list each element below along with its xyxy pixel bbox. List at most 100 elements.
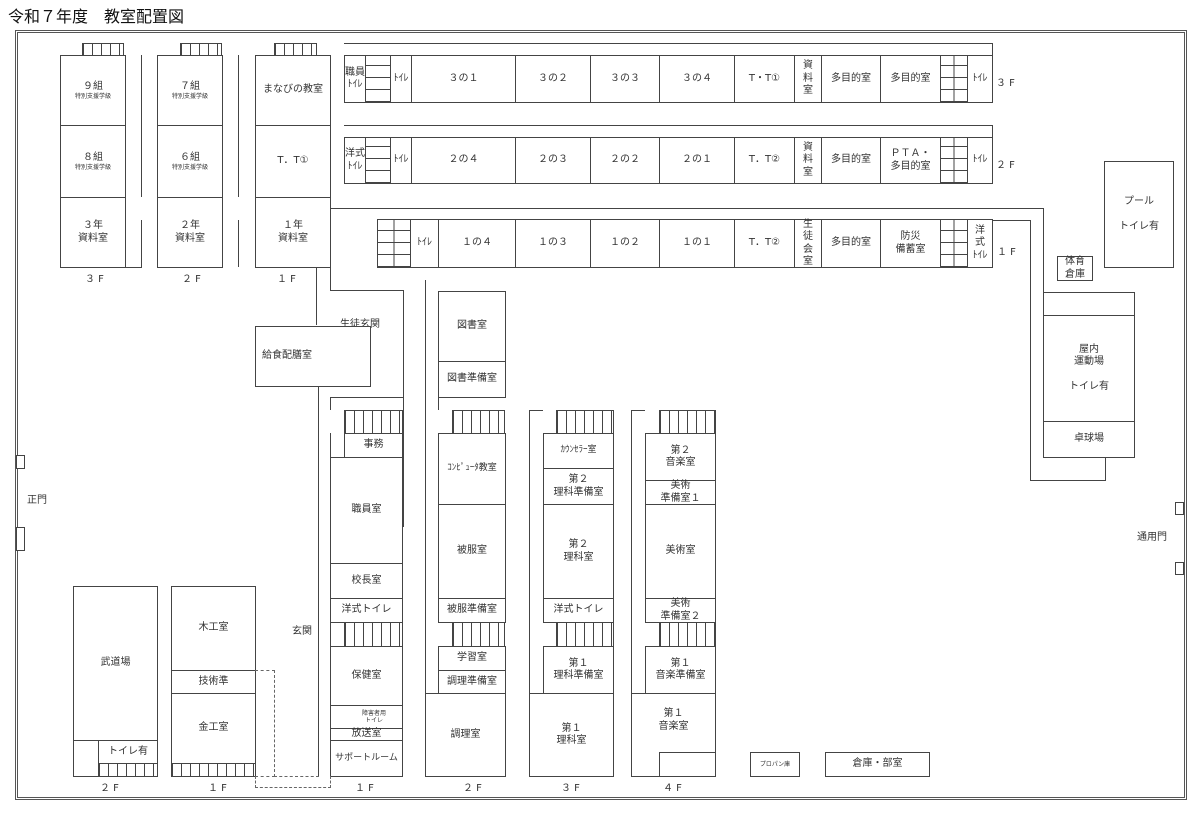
room-sewing-prep[interactable]: 被服準備室 (438, 598, 506, 623)
room-1-4[interactable]: １の４ (438, 219, 516, 268)
room-class-9[interactable]: ９組特別支援学級 (60, 55, 126, 126)
storage-club-room[interactable]: 倉庫・部室 (825, 752, 930, 777)
room-accessible-toilet[interactable]: 障害者用 トイレ (330, 705, 403, 729)
room-3-2[interactable]: ３の２ (515, 55, 591, 103)
room-western-toilet[interactable]: 洋 式 ﾄｲﾚ (967, 219, 993, 268)
room-toilet[interactable]: ﾄｲﾚ (390, 137, 412, 184)
room-toilet[interactable]: ﾄｲﾚ (390, 55, 412, 103)
room-western-toilet[interactable]: 洋式トイレ (330, 598, 403, 623)
room-multipurpose[interactable]: 多目的室 (821, 55, 881, 103)
room-2-2[interactable]: ２の２ (590, 137, 660, 184)
room-multipurpose[interactable]: 多目的室 (821, 137, 881, 184)
room-student-council[interactable]: 生 徒 会 室 (794, 219, 822, 268)
corridor-wall (993, 220, 1031, 221)
propane-storage[interactable]: プロパン庫 (750, 752, 800, 777)
room-grade3-materials[interactable]: ３年 資料室 (60, 197, 126, 268)
corridor-wall (330, 397, 331, 410)
room-1-1[interactable]: １の１ (659, 219, 735, 268)
room-3-1[interactable]: ３の１ (411, 55, 516, 103)
room-art[interactable]: 美術室 (645, 504, 716, 599)
room-toilet[interactable]: トイレ有 (98, 740, 158, 764)
room-toilet[interactable]: ﾄｲﾚ (410, 219, 439, 268)
room-western-toilet[interactable]: 洋式 ﾄｲﾚ (344, 137, 366, 184)
room-tt1[interactable]: T．T① (255, 125, 331, 198)
corridor-wall (330, 397, 403, 398)
room-music1-annex (659, 752, 716, 777)
room-tt2-2f[interactable]: T．T② (734, 137, 795, 184)
room-tt2-1f[interactable]: T．T② (734, 219, 795, 268)
room-principal[interactable]: 校長室 (330, 563, 403, 599)
room-materials[interactable]: 資 料 室 (794, 137, 822, 184)
room-science1[interactable]: 第１ 理科室 (529, 693, 614, 777)
room-lunch-serving[interactable]: 給食配膳室 (255, 326, 371, 387)
corridor-wall (238, 55, 239, 197)
room-support[interactable]: サポートルーム (330, 740, 403, 777)
room-art-prep2[interactable]: 美術 準備室２ (645, 598, 716, 623)
room-science2[interactable]: 第２ 理科室 (543, 504, 614, 599)
room-pta-multipurpose[interactable]: ＰＴＡ・ 多目的室 (880, 137, 941, 184)
room-label: ６組 (180, 151, 200, 163)
room-3-4[interactable]: ３の４ (659, 55, 735, 103)
room-disaster-storage[interactable]: 防災 備蓄室 (880, 219, 941, 268)
room-materials[interactable]: 資 料 室 (794, 55, 822, 103)
sports-storage[interactable]: 体育 倉庫 (1057, 256, 1093, 281)
room-woodwork[interactable]: 木工室 (171, 586, 256, 671)
room-3-3[interactable]: ３の３ (590, 55, 660, 103)
room-cooking[interactable]: 調理室 (425, 693, 506, 777)
service-gate-post (1175, 502, 1184, 515)
floor-label: １ F (997, 247, 1016, 258)
room-multipurpose[interactable]: 多目的室 (821, 219, 881, 268)
stairs (940, 137, 968, 184)
room-art-prep1[interactable]: 美術 準備室１ (645, 480, 716, 505)
pool[interactable]: プール トイレ有 (1104, 161, 1174, 268)
room-toilet[interactable]: ﾄｲﾚ (967, 137, 993, 184)
gym-annex (1043, 292, 1135, 316)
corridor-wall (1043, 208, 1044, 292)
room-1-2[interactable]: １の２ (590, 219, 660, 268)
room-multipurpose[interactable]: 多目的室 (880, 55, 941, 103)
room-computer[interactable]: ｺﾝﾋﾟｭｰﾀ教室 (438, 433, 506, 505)
covered-walkway (255, 776, 331, 788)
room-manabi[interactable]: まなびの教室 (255, 55, 331, 126)
room-tech-prep[interactable]: 技術準 (171, 670, 256, 694)
room-library[interactable]: 図書室 (438, 291, 506, 362)
room-class-7[interactable]: ７組特別支援学級 (157, 55, 223, 126)
room-2-3[interactable]: ２の３ (515, 137, 591, 184)
table-tennis-room[interactable]: 卓球場 (1043, 421, 1135, 458)
room-sewing[interactable]: 被服室 (438, 504, 506, 599)
room-class-6[interactable]: ６組特別支援学級 (157, 125, 223, 198)
room-staff[interactable]: 職員室 (330, 457, 403, 564)
room-science1-prep[interactable]: 第１ 理科準備室 (543, 646, 614, 694)
corridor-wall (1030, 480, 1106, 481)
room-library-prep[interactable]: 図書準備室 (438, 361, 506, 398)
room-science2-prep[interactable]: 第２ 理科準備室 (543, 468, 614, 505)
page-title: 令和７年度 教室配置図 (8, 7, 185, 26)
room-study[interactable]: 学習室 (438, 646, 506, 671)
room-western-toilet[interactable]: 洋式トイレ (543, 598, 614, 623)
floor-label: １ F (208, 783, 227, 794)
room-class-8[interactable]: ８組特別支援学級 (60, 125, 126, 198)
stairs (98, 763, 158, 777)
stairs (556, 410, 614, 434)
room-toilet[interactable]: ﾄｲﾚ (967, 55, 993, 103)
room-staff-toilet[interactable]: 職員 ﾄｲﾚ (344, 55, 366, 103)
room-music2[interactable]: 第２ 音楽室 (645, 433, 716, 481)
room-metalwork[interactable]: 金工室 (171, 693, 256, 764)
room-tt1-3f[interactable]: T・T① (734, 55, 795, 103)
room-office[interactable]: 事務 (344, 433, 403, 458)
room-sublabel: 特別支援学級 (74, 93, 111, 100)
school-boundary (15, 30, 1187, 800)
room-2-4[interactable]: ２の４ (411, 137, 516, 184)
room-1-3[interactable]: １の３ (515, 219, 591, 268)
room-cooking-prep[interactable]: 調理準備室 (438, 670, 506, 694)
room-2-1[interactable]: ２の１ (659, 137, 735, 184)
stairs (940, 55, 968, 103)
room-counselor[interactable]: ｶｳﾝｾﾗｰ室 (543, 433, 614, 469)
indoor-gym[interactable]: 屋内 運動場 トイレ有 (1043, 315, 1135, 422)
main-gate-post (16, 527, 25, 551)
room-grade2-materials[interactable]: ２年 資料室 (157, 197, 223, 268)
room-sublabel: 特別支援学級 (74, 164, 111, 171)
room-grade1-materials[interactable]: １年 資料室 (255, 197, 331, 268)
room-health[interactable]: 保健室 (330, 646, 403, 706)
room-music1-prep[interactable]: 第１ 音楽準備室 (645, 646, 716, 694)
